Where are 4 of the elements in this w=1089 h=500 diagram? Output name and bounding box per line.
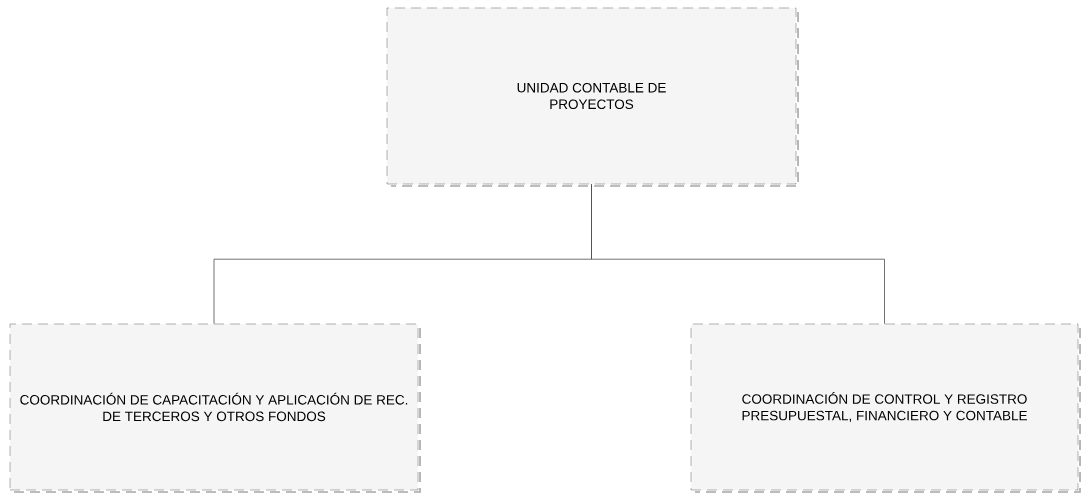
dashed-box: COORDINACIÓN DE CAPACITACIÓN Y APLICACIÓN DE REC. DE TERCEROS Y OTROS FONDOS [9,323,421,493]
dashed-box: COORDINACIÓN DE CONTROL Y REGISTRO PRESUPUESTAL, FINANCIERO Y CONTABLE [690,323,1081,493]
connector [591,183,885,325]
dashed-box: UNIDAD CONTABLE DE PROYECTOS [386,7,799,187]
